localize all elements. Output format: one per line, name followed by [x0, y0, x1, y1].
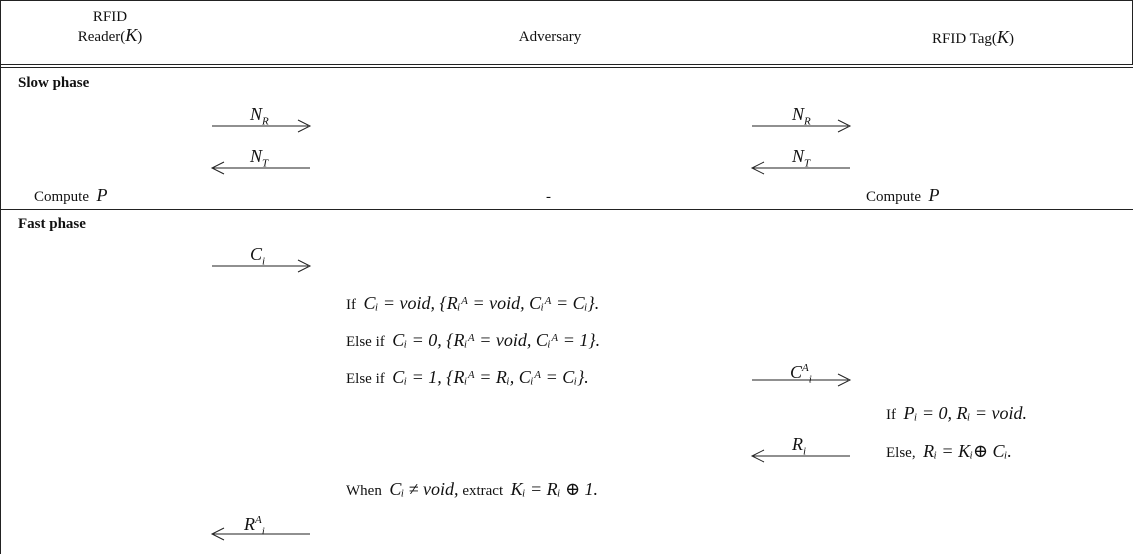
adversary-rule-3: Else if Cᵢ = 1, {Rᵢᴬ = Rᵢ, Cᵢᴬ = Cᵢ}.	[346, 367, 589, 387]
adversary-dash: -	[546, 189, 551, 205]
arrow-right-cia	[752, 373, 852, 387]
arrow-left-nt-tag	[750, 161, 850, 175]
arrow-left-nt-reader	[210, 161, 310, 175]
label-nt-reader: NT	[250, 146, 269, 170]
adversary-rule-1: If Cᵢ = void, {Rᵢᴬ = void, Cᵢᴬ = Cᵢ}.	[346, 293, 600, 313]
reader-compute: Compute P	[34, 185, 108, 205]
arrow-right-nr-tag	[752, 119, 852, 133]
label-nr-reader: NR	[250, 104, 269, 128]
tag-rule-1: If Pᵢ = 0, Rᵢ = void.	[886, 403, 1027, 423]
label-ria: RAi	[244, 514, 265, 538]
tag-rule-2: Else, Rᵢ = Kᵢ⊕ Cᵢ.	[886, 441, 1012, 461]
label-nt-tag: NT	[792, 146, 811, 170]
adversary-rule-2: Else if Cᵢ = 0, {Rᵢᴬ = void, Cᵢᴬ = 1}.	[346, 330, 601, 350]
adversary-extract: When Cᵢ ≠ void, extract Kᵢ = Rᵢ ⊕ 1.	[346, 479, 599, 499]
left-border	[0, 0, 1, 554]
label-cia: CAi	[790, 362, 812, 386]
arrow-right-nr-reader	[212, 119, 312, 133]
reader-header: RFID Reader(K)	[77, 9, 143, 45]
tag-header: RFID Tag(K)	[932, 27, 1014, 47]
header-divider	[0, 64, 1133, 65]
label-ri: Ri	[792, 434, 807, 458]
slow-phase-title: Slow phase	[18, 75, 90, 91]
adversary-header: Adversary	[518, 29, 582, 45]
label-nr-tag: NR	[792, 104, 811, 128]
tag-compute: Compute P	[866, 185, 940, 205]
arrow-left-ri	[750, 449, 850, 463]
label-ci: Ci	[250, 244, 266, 268]
arrow-left-ria	[210, 527, 310, 541]
arrow-right-ci	[212, 259, 312, 273]
fast-phase-title: Fast phase	[18, 216, 86, 232]
phase-divider	[0, 209, 1133, 210]
header-divider-2	[0, 67, 1133, 68]
top-border	[0, 0, 1133, 1]
